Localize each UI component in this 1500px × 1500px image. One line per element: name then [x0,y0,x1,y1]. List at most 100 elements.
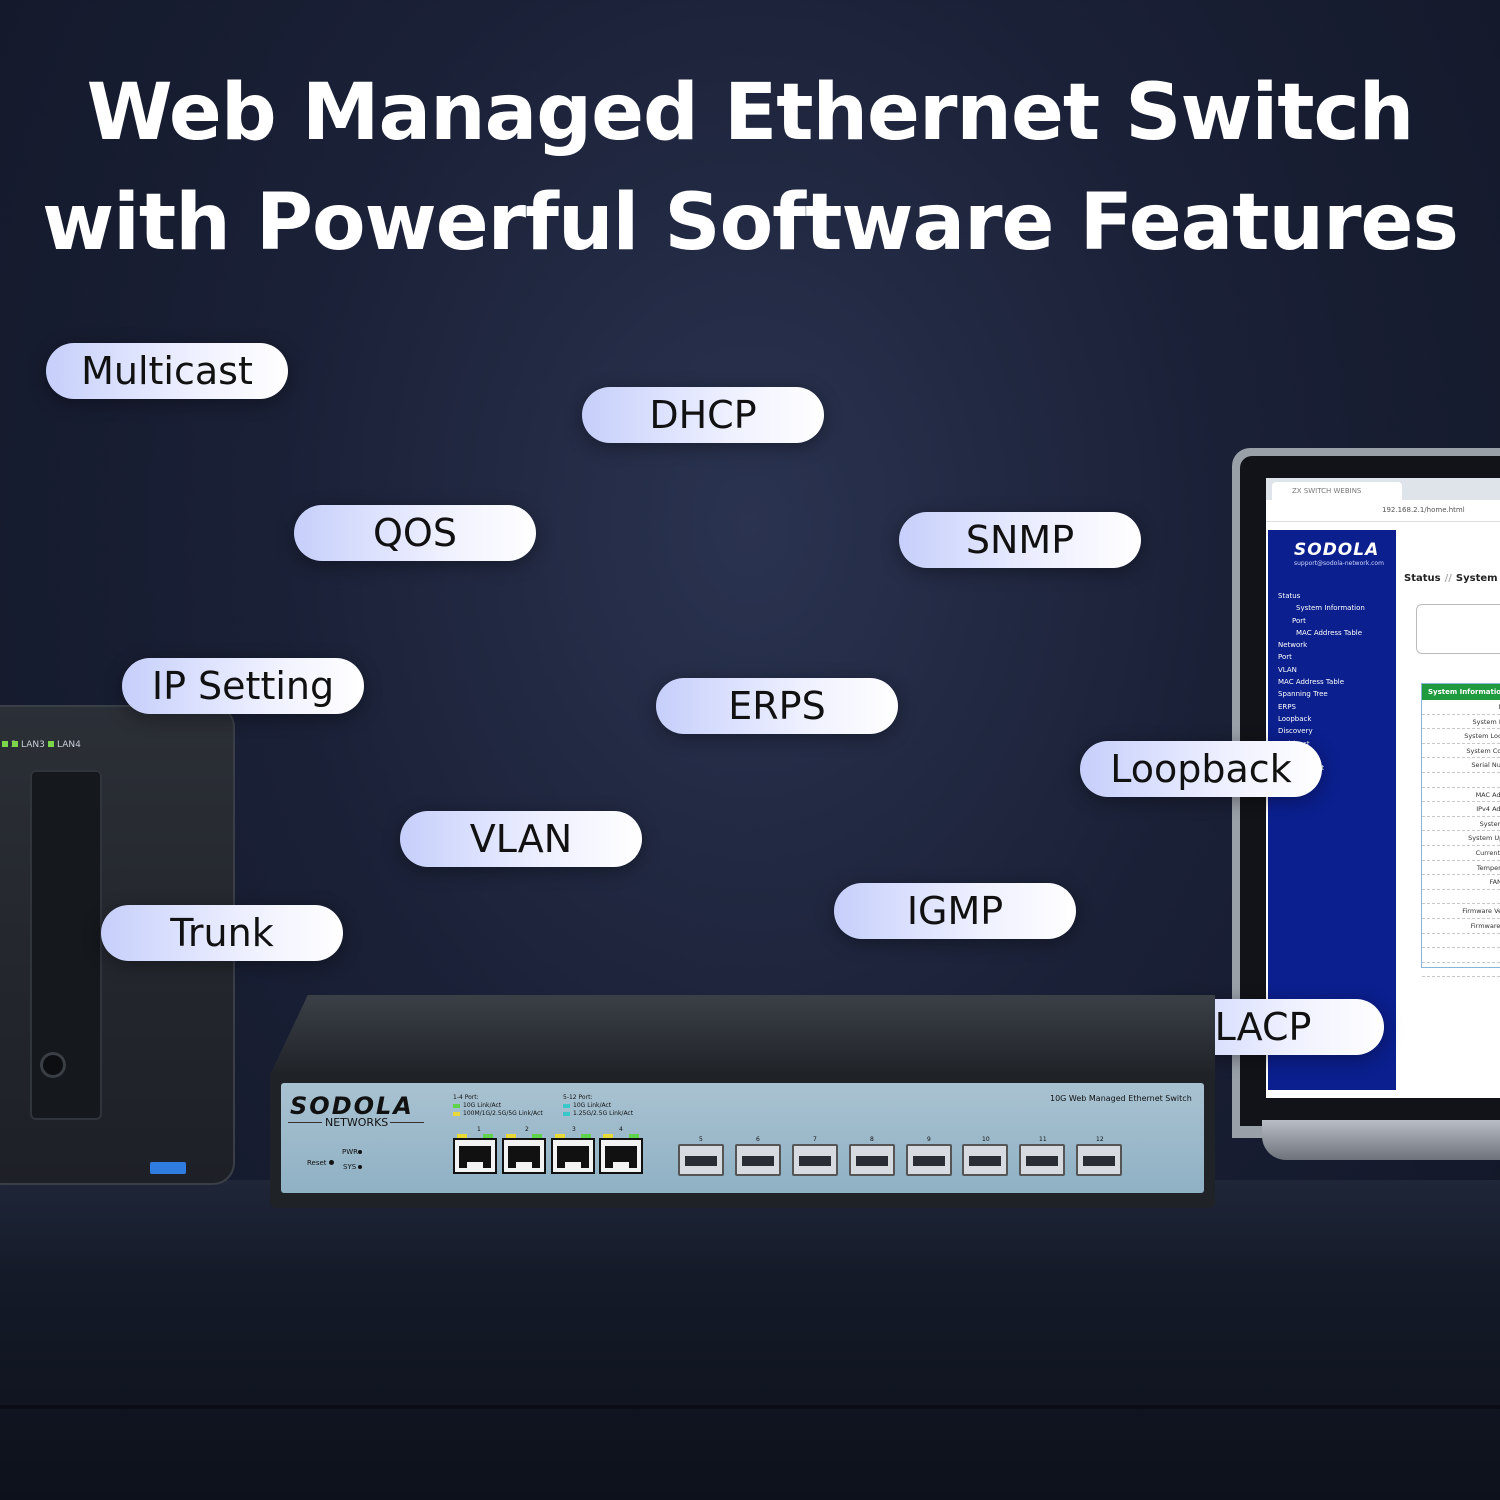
switch-sub-brand: NETWORKS [325,1116,389,1129]
info-row [1422,773,1500,788]
led-green-icon [453,1103,460,1108]
feature-pill-igmp: IGMP [834,883,1076,939]
port-number: 2 [525,1126,529,1133]
menu-item-system-information[interactable]: System Information [1296,604,1365,613]
browser-url-bar[interactable]: 192.168.2.1/home.html [1266,500,1500,522]
sfp-port-9[interactable] [906,1144,952,1176]
port-number: 11 [1039,1136,1047,1143]
info-row: IPv4 Address [1422,802,1500,817]
sfp-port-11[interactable] [1019,1144,1065,1176]
menu-item-spanning-tree[interactable]: Spanning Tree [1278,690,1328,699]
info-row: MAC Address [1422,788,1500,803]
headline: Web Managed Ethernet Switch with Powerfu… [0,58,1500,278]
info-row: HT [1422,948,1500,963]
port-number: 10 [982,1136,990,1143]
web-ui-brand: SODOLA [1294,540,1380,560]
info-row: System Contact [1422,744,1500,759]
feature-pill-ip-setting: IP Setting [122,658,364,714]
browser-tab[interactable]: ZX SWITCH WEBINS [1272,482,1402,500]
feature-pill-snmp: SNMP [899,512,1141,568]
sfp-legend-row-2: 1.25G/2.5G Link/Act [563,1110,633,1118]
web-ui-brand-sub: support@sodola-network.com [1294,560,1384,567]
port-number: 1 [477,1126,481,1133]
nas-lan-3: LAN3 [12,740,45,750]
headline-line-2: with Powerful Software Features [42,178,1459,268]
feature-pill-loopback: Loopback [1080,741,1322,797]
sys-label: SYS [343,1163,357,1171]
info-row: System Uptime [1422,831,1500,846]
rj45-port-3[interactable] [551,1134,595,1174]
rj45-legend-title: 1-4 Port: [453,1094,479,1101]
port-number: 5 [699,1136,703,1143]
pwr-led-icon [358,1150,362,1154]
menu-item-port-status[interactable]: Port [1292,616,1306,625]
switch-model-tag: 10G Web Managed Ethernet Switch [1050,1094,1192,1103]
info-row: Model [1422,700,1500,715]
rj45-led-icon [532,1134,542,1138]
rj45-port-2[interactable] [502,1134,546,1174]
reset-button[interactable] [329,1160,334,1165]
port-number: 4 [619,1126,623,1133]
feature-pill-qos: QOS [294,505,536,561]
web-ui-sidebar: SODOLA support@sodola-network.com Status… [1268,530,1396,1090]
rj45-led-icon [555,1134,565,1138]
menu-item-status[interactable]: Status [1278,592,1301,600]
feature-pill-erps: ERPS [656,678,898,734]
info-row: Serial Number [1422,758,1500,773]
menu-item-erps[interactable]: ERPS [1278,702,1296,711]
sfp-led-legend: 5-12 Port: 10G Link/Act 1.25G/2.5G Link/… [563,1094,633,1118]
info-row: System Name [1422,715,1500,730]
sfp-port-5[interactable] [678,1144,724,1176]
menu-item-network[interactable]: Network [1278,641,1308,650]
rj45-port-4[interactable] [599,1134,643,1174]
feature-pill-vlan: VLAN [400,811,642,867]
rj45-port-1[interactable] [453,1134,497,1174]
info-row: Firmware Date [1422,919,1500,934]
feature-pill-trunk: Trunk [101,905,343,961]
port-number: 6 [756,1136,760,1143]
sys-led-icon [358,1165,362,1169]
feature-pill-multicast: Multicast [46,343,288,399]
menu-item-mac-table-status[interactable]: MAC Address Table [1296,628,1363,637]
rj45-led-icon [506,1134,516,1138]
menu-item-vlan[interactable]: VLAN [1278,665,1297,674]
menu-item-port[interactable]: Port [1278,653,1292,662]
port-number: 12 [1096,1136,1104,1143]
system-info-panel: System Information Model System Name Sys… [1421,683,1500,978]
sfp-legend-title: 5-12 Port: [563,1094,593,1101]
port-number: 3 [572,1126,576,1133]
sfp-legend-row-1: 10G Link/Act [563,1102,633,1110]
sfp-port-8[interactable] [849,1144,895,1176]
rj45-legend-row-2: 100M/1G/2.5G/5G Link/Act [453,1110,543,1118]
sfp-port-12[interactable] [1076,1144,1122,1176]
headline-line-1: Web Managed Ethernet Switch [86,68,1415,158]
nas-usb-port [150,1162,186,1174]
nas-lock-knob [40,1052,66,1078]
breadcrumb-system[interactable]: System I [1455,573,1500,584]
pwr-label: PWR [342,1148,359,1156]
info-row: System OID [1422,817,1500,832]
feature-pill-dhcp: DHCP [582,387,824,443]
info-row [1422,934,1500,949]
nas-lan-4: LAN4 [48,740,81,750]
rj45-led-legend: 1-4 Port: 10G Link/Act 100M/1G/2.5G/5G L… [453,1094,543,1118]
led-yellow-icon [453,1111,460,1116]
menu-item-discovery[interactable]: Discovery [1278,727,1313,736]
info-row: SN [1422,963,1500,978]
breadcrumb-status[interactable]: Status [1404,573,1441,584]
menu-item-loopback[interactable]: Loopback [1278,714,1312,723]
port-number: 7 [813,1136,817,1143]
web-ui-summary-box [1416,604,1500,654]
menu-item-mac-address-table[interactable]: MAC Address Table [1278,678,1345,687]
system-info-header: System Information [1422,684,1500,700]
info-row [1422,890,1500,905]
web-ui-breadcrumb: Status//System I [1404,573,1500,584]
port-number: 9 [927,1136,931,1143]
laptop-base [1262,1120,1500,1160]
desk-edge [0,1405,1500,1409]
info-row: FAN RPM [1422,875,1500,890]
info-row: System Location [1422,729,1500,744]
sfp-port-10[interactable] [962,1144,1008,1176]
sfp-port-7[interactable] [792,1144,838,1176]
sfp-port-6[interactable] [735,1144,781,1176]
